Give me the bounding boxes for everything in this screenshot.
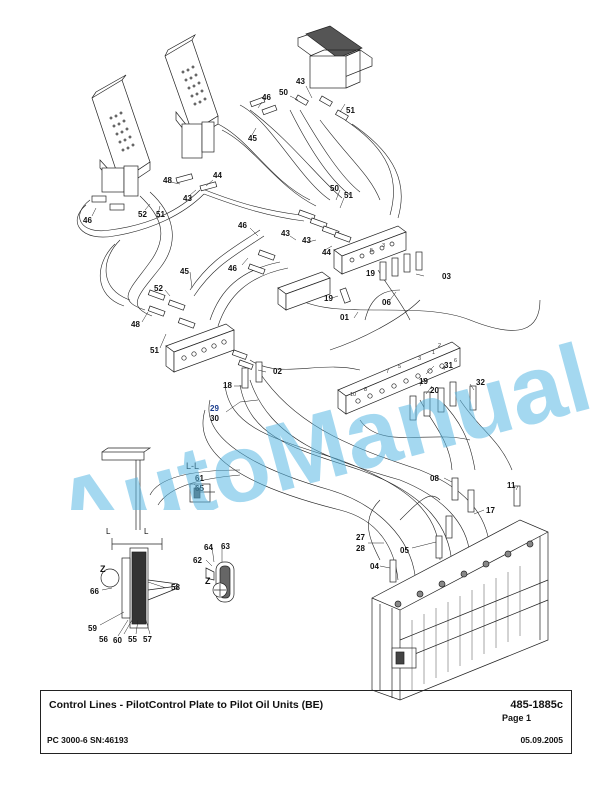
- callout-43: 43: [281, 229, 290, 238]
- connector-plate: [100, 538, 179, 629]
- port-label: 5: [398, 364, 401, 370]
- callout-52: 52: [154, 284, 163, 293]
- valve-block-upper: [333, 225, 407, 275]
- callout-61: 61: [195, 474, 204, 483]
- port-label: 4: [442, 366, 445, 372]
- callout-29: 29: [210, 404, 219, 413]
- section-ll-label: L-L: [186, 461, 199, 471]
- callout-44: 44: [213, 171, 222, 180]
- callout-28: 28: [356, 544, 365, 553]
- callout-19: 19: [419, 377, 428, 386]
- callout-43: 43: [296, 77, 305, 86]
- callout-50: 50: [330, 184, 339, 193]
- port-label: 10: [350, 392, 356, 398]
- document-number: 485-1885c: [510, 699, 563, 711]
- left-foot-pedal: [91, 74, 151, 197]
- callout-05: 05: [400, 546, 409, 555]
- callout-63: 63: [221, 542, 230, 551]
- title-block: Control Lines - PilotControl Plate to Pi…: [40, 690, 572, 754]
- leader-lines: [91, 85, 519, 637]
- callout-51: 51: [346, 106, 355, 115]
- callout-43: 43: [302, 236, 311, 245]
- callout-62: 62: [193, 556, 202, 565]
- callout-48: 48: [131, 320, 140, 329]
- page-number: Page 1: [501, 713, 531, 723]
- callout-02: 02: [273, 367, 282, 376]
- callout-56: 56: [99, 635, 108, 644]
- callout-51: 51: [344, 191, 353, 200]
- callout-31: 31: [444, 361, 453, 370]
- callout-08: 08: [430, 474, 439, 483]
- callout-32: 32: [476, 378, 485, 387]
- right-foot-pedal: [297, 25, 373, 89]
- detail-z-label-2: Z: [205, 576, 211, 586]
- detail-z-fitting: [205, 561, 235, 603]
- callout-20: 20: [430, 386, 439, 395]
- callout-43: 43: [183, 194, 192, 203]
- callout-46: 46: [228, 264, 237, 273]
- callout-52: 52: [138, 210, 147, 219]
- callout-46: 46: [238, 221, 247, 230]
- port-label: 2: [438, 343, 441, 349]
- hose-lines: [76, 104, 541, 581]
- revision-date: 05.09.2005: [520, 735, 563, 745]
- callout-04: 04: [370, 562, 379, 571]
- callout-45: 45: [180, 267, 189, 276]
- callout-11: 11: [507, 481, 516, 490]
- callout-45: 45: [248, 134, 257, 143]
- port-label: 7: [386, 369, 389, 375]
- cut-line-label-right: L: [144, 527, 149, 536]
- callout-48: 48: [163, 176, 172, 185]
- cut-line-label-left: L: [106, 527, 111, 536]
- section-ll-view: [101, 447, 215, 530]
- callout-46: 46: [83, 216, 92, 225]
- callout-30: 30: [210, 414, 219, 423]
- callout-51: 51: [156, 210, 165, 219]
- pilot-oil-unit-frame: [371, 519, 549, 701]
- valve-block-left: [165, 323, 235, 373]
- valve-block-lower: [337, 341, 461, 415]
- callout-59: 59: [88, 624, 97, 633]
- callout-46: 46: [262, 93, 271, 102]
- callout-19: 19: [366, 269, 375, 278]
- callout-27: 27: [356, 533, 365, 542]
- port-label: 1: [432, 350, 435, 356]
- section-labels: L-L Z Z L L: [100, 461, 211, 586]
- port-label: 5: [370, 248, 373, 254]
- machine-model: PC 3000-6 SN:46193: [47, 735, 129, 745]
- hose-fittings: [91, 94, 521, 583]
- callout-44: 44: [322, 248, 331, 257]
- callout-numbers: 43 50 51 46 45 48 44 43 52 51 46 50 51 4…: [83, 77, 516, 645]
- callout-66: 66: [90, 587, 99, 596]
- callout-60: 60: [113, 636, 122, 645]
- callout-57: 57: [143, 635, 152, 644]
- port-label: 8: [364, 387, 367, 393]
- port-label: 6: [454, 358, 457, 364]
- valve-block-center: [277, 271, 331, 311]
- callout-06: 06: [382, 298, 391, 307]
- callout-55: 55: [128, 635, 137, 644]
- callout-19: 19: [324, 294, 333, 303]
- callout-03: 03: [442, 272, 451, 281]
- port-label: 3: [382, 243, 385, 249]
- callout-58: 58: [171, 583, 180, 592]
- callout-17: 17: [486, 506, 495, 515]
- callout-18: 18: [223, 381, 232, 390]
- callout-64: 64: [204, 543, 213, 552]
- middle-foot-pedal: [164, 34, 219, 159]
- port-label: 3: [418, 356, 421, 362]
- callout-51: 51: [150, 346, 159, 355]
- detail-z-label: Z: [100, 564, 106, 574]
- callout-01: 01: [340, 313, 349, 322]
- block-port-labels: 3 5 10 8 7 5 3 1 2 4 6: [350, 243, 457, 398]
- callout-65: 65: [195, 484, 204, 493]
- callout-50: 50: [279, 88, 288, 97]
- drawing-title: Control Lines - PilotControl Plate to Pi…: [49, 699, 324, 711]
